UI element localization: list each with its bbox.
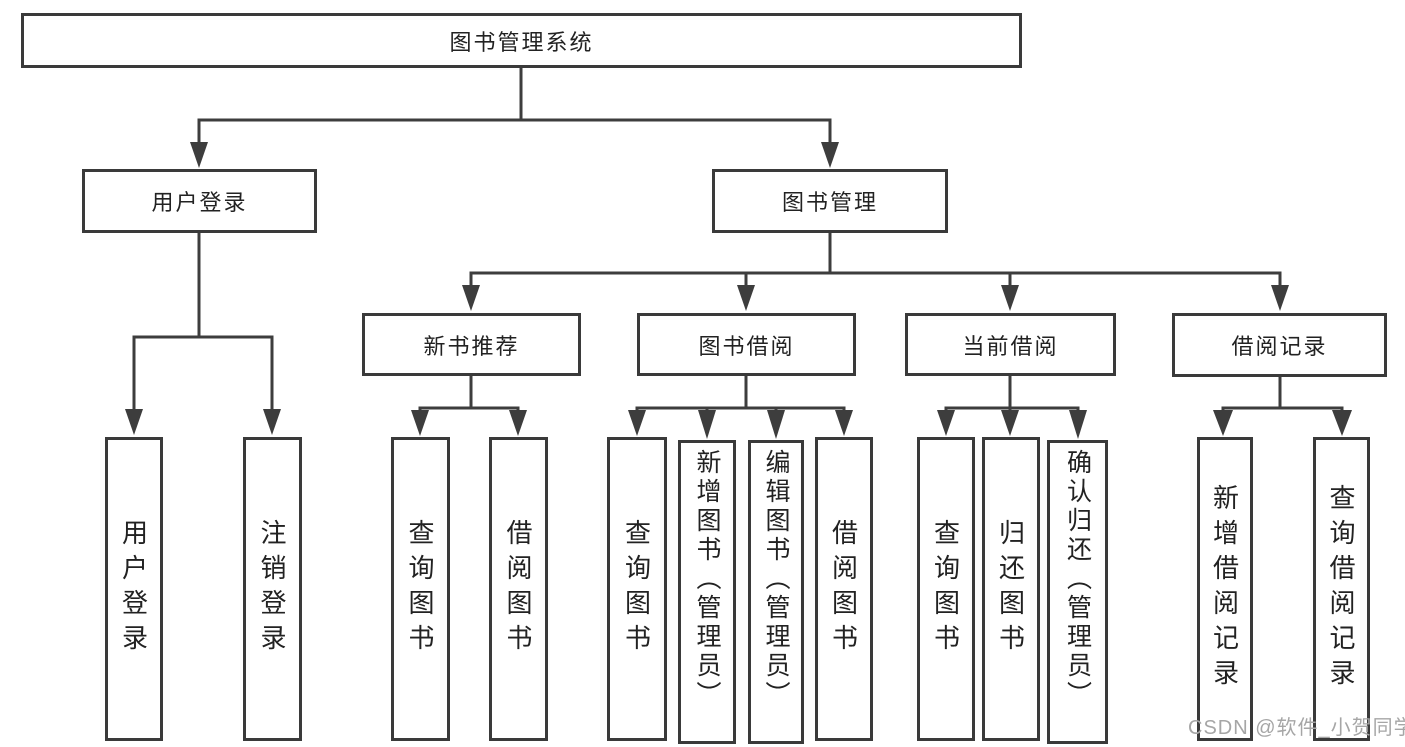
connector-book-mgmt xyxy=(462,233,1289,311)
leaf-current-confirm-return-admin: 确认归还（管理员） xyxy=(1047,440,1108,744)
leaf-current-confirm-return-admin-label: 确认归还（管理员） xyxy=(1063,449,1092,710)
node-new-book-recommend: 新书推荐 xyxy=(362,313,581,376)
connector-user-login xyxy=(125,233,281,435)
leaf-borrow-add-books-admin-label: 新增图书（管理员） xyxy=(693,449,721,710)
leaf-current-return-books: 归还图书 xyxy=(982,437,1040,741)
node-current-borrow-label: 当前借阅 xyxy=(962,333,1059,359)
connector-current-borrow xyxy=(937,376,1087,439)
leaf-recommend-query-books-label: 查询图书 xyxy=(405,519,435,659)
leaf-records-add-record: 新增借阅记录 xyxy=(1197,437,1253,741)
node-user-login-label: 用户登录 xyxy=(151,190,248,215)
leaf-borrow-edit-books-admin: 编辑图书（管理员） xyxy=(748,440,804,744)
node-borrow-records-label: 借阅记录 xyxy=(1231,334,1328,359)
leaf-borrow-query-books-label: 查询图书 xyxy=(621,519,652,659)
connector-root xyxy=(190,68,839,168)
node-borrow-records: 借阅记录 xyxy=(1172,313,1387,377)
connector-borrow-records xyxy=(1213,377,1352,436)
connector-book-borrow xyxy=(628,376,853,439)
node-book-mgmt: 图书管理 xyxy=(712,169,948,233)
leaf-login-logout: 注销登录 xyxy=(243,437,302,741)
leaf-login-logout-label: 注销登录 xyxy=(257,519,287,659)
watermark: CSDN @软件_小贺同学 xyxy=(1188,717,1405,739)
leaf-borrow-borrow-books-label: 借阅图书 xyxy=(828,519,859,659)
leaf-borrow-add-books-admin: 新增图书（管理员） xyxy=(678,440,736,744)
leaf-borrow-borrow-books: 借阅图书 xyxy=(815,437,873,741)
node-new-book-recommend-label: 新书推荐 xyxy=(423,333,520,359)
node-book-borrow-label: 图书借阅 xyxy=(698,333,795,359)
leaf-login-user-login: 用户登录 xyxy=(105,437,163,741)
connector-new-book-recommend xyxy=(411,376,527,436)
node-user-login: 用户登录 xyxy=(82,169,317,233)
leaf-current-query-books-label: 查询图书 xyxy=(930,519,961,659)
node-book-mgmt-label: 图书管理 xyxy=(781,190,878,215)
leaf-recommend-borrow-books-label: 借阅图书 xyxy=(503,519,533,659)
leaf-borrow-edit-books-admin-label: 编辑图书（管理员） xyxy=(762,449,790,710)
node-book-borrow: 图书借阅 xyxy=(637,313,856,376)
leaf-records-add-record-label: 新增借阅记录 xyxy=(1209,484,1240,694)
leaf-current-return-books-label: 归还图书 xyxy=(995,519,1026,659)
node-root-label: 图书管理系统 xyxy=(449,29,594,55)
leaf-recommend-borrow-books: 借阅图书 xyxy=(489,437,548,741)
leaf-borrow-query-books: 查询图书 xyxy=(607,437,667,741)
leaf-recommend-query-books: 查询图书 xyxy=(391,437,450,741)
leaf-login-user-login-label: 用户登录 xyxy=(118,519,149,659)
leaf-current-query-books: 查询图书 xyxy=(917,437,975,741)
node-root: 图书管理系统 xyxy=(21,13,1022,68)
node-current-borrow: 当前借阅 xyxy=(905,313,1116,376)
leaf-records-query-record: 查询借阅记录 xyxy=(1313,437,1370,741)
leaf-records-query-record-label: 查询借阅记录 xyxy=(1326,484,1356,694)
